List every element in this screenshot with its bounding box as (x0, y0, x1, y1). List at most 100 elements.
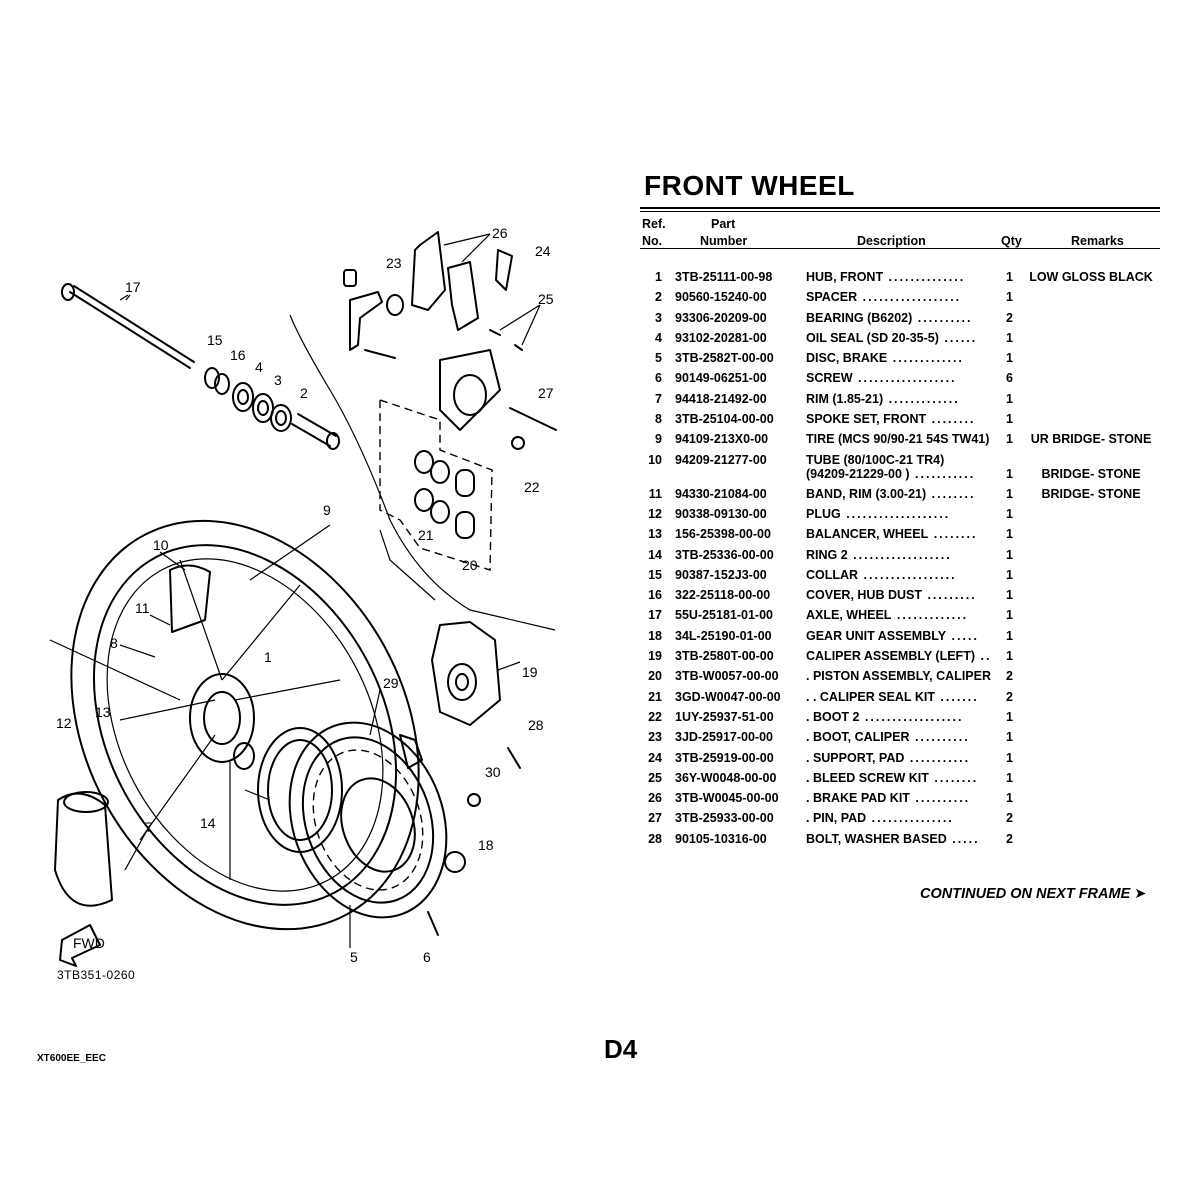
ref-number: 13 (648, 527, 662, 542)
callout-22: 22 (524, 479, 540, 495)
description: HUB, FRONT (806, 270, 884, 284)
callout-15: 15 (207, 332, 223, 348)
quantity: 1 (1006, 730, 1013, 745)
callout-7: 7 (145, 819, 153, 835)
ref-number: 7 (655, 391, 662, 406)
callout-1: 1 (264, 649, 272, 665)
description-cell: SPACER .................. (806, 290, 996, 304)
dot-leader: .......... (909, 791, 971, 806)
description: . BOOT, CALIPER (806, 730, 910, 745)
dot-leader: .............. (883, 270, 966, 284)
description: BALANCER, WHEEL (806, 527, 929, 542)
description: AXLE, WHEEL (806, 608, 892, 623)
quantity: 1 (1006, 750, 1013, 765)
description-line2: (94209-21229-00 ) (806, 466, 910, 481)
dot-leader: ...... (938, 330, 978, 345)
description-cell: COLLAR ................. (806, 568, 996, 582)
caliper-assembly-drawing (431, 621, 501, 726)
quantity: 1 (1006, 270, 1013, 284)
quantity: 1 (1006, 649, 1013, 664)
description-cell: . PIN, PAD ............... (806, 811, 996, 825)
callout-27: 27 (538, 385, 554, 401)
ref-number: 3 (655, 310, 662, 325)
part-number: 3TB-W0057-00-00 (675, 669, 779, 684)
part-number: 3TB-25919-00-00 (675, 750, 774, 765)
part-number: 90149-06251-00 (675, 371, 767, 386)
part-number: 94330-21084-00 (675, 486, 767, 501)
title-rule-secondary (640, 211, 1160, 212)
description-cell: . BLEED SCREW KIT ........ (806, 771, 996, 785)
part-number: 90560-15240-00 (675, 290, 767, 305)
part-number: 94109-213X0-00 (675, 432, 769, 447)
ref-number: 2 (655, 290, 662, 305)
dot-leader: .................. (847, 547, 952, 562)
continued-note: CONTINUED ON NEXT FRAME ➤ (920, 886, 1147, 902)
ref-number: 27 (648, 811, 662, 826)
dot-leader: .................. (857, 290, 962, 305)
description-cell: CALIPER ASSEMBLY (LEFT) .. (806, 649, 996, 663)
quantity: 1 (1006, 588, 1013, 603)
quantity: 2 (1006, 831, 1013, 846)
col-header-qty: Qty (1001, 234, 1022, 248)
description: TIRE (MCS 90/90-21 54S TW41) (806, 432, 990, 447)
svg-text:FWD: FWD (73, 935, 105, 951)
description: CALIPER ASSEMBLY (LEFT) (806, 649, 975, 664)
part-number: 90387-152J3-00 (675, 567, 767, 582)
part-number: 90105-10316-00 (675, 831, 767, 846)
ref-number: 26 (648, 791, 662, 806)
quantity: 1 (1006, 791, 1013, 806)
part-number: 36Y-W0048-00-00 (675, 770, 777, 785)
dot-leader: .................. (852, 371, 957, 386)
remarks: LOW GLOSS BLACK (1029, 270, 1153, 284)
dot-leader: ..... (946, 831, 980, 846)
dot-leader: ............... (866, 811, 954, 826)
part-number: 3TB-W0045-00-00 (675, 791, 779, 806)
quantity: 2 (1006, 310, 1013, 325)
description-cell: TUBE (80/100C-21 TR4)(94209-21229-00 ) .… (806, 453, 996, 481)
callout-17: 17 (125, 279, 141, 295)
description: BOLT, WASHER BASED (806, 831, 947, 846)
description: DISC, BRAKE (806, 351, 888, 366)
quantity: 1 (1006, 466, 1013, 481)
description-cell: RIM (1.85-21) ............. (806, 392, 996, 406)
page-title: FRONT WHEEL (644, 170, 855, 201)
ref-number: 17 (648, 608, 662, 623)
ref-number: 1 (655, 270, 662, 284)
description-cell: BEARING (B6202) .......... (806, 311, 996, 325)
description: COVER, HUB DUST (806, 588, 922, 603)
part-number: 3TB-2582T-00-00 (675, 351, 774, 366)
remarks: BRIDGE- STONE (1041, 466, 1141, 481)
callout-4: 4 (255, 359, 263, 375)
description: OIL SEAL (SD 20-35-5) (806, 330, 939, 345)
dot-leader: .......... (912, 310, 973, 325)
col-header-description: Description (857, 234, 926, 248)
dot-leader: ........ (926, 412, 976, 427)
dot-leader: ........ (928, 770, 979, 785)
description: . . CALIPER SEAL KIT (806, 689, 935, 704)
part-number: 3TB-25933-00-00 (675, 811, 774, 826)
callout-12: 12 (56, 715, 72, 731)
dot-leader: ............. (883, 391, 960, 406)
hub-small-parts-drawing (204, 367, 340, 450)
callout-19: 19 (522, 664, 538, 680)
description-cell: TIRE (MCS 90/90-21 54S TW41) (806, 432, 996, 446)
quantity: 1 (1006, 351, 1013, 366)
quantity: 2 (1006, 811, 1013, 826)
callout-21: 21 (418, 527, 434, 543)
description-cell: SCREW .................. (806, 371, 996, 385)
callout-11: 11 (135, 600, 150, 616)
callout-18: 18 (478, 837, 494, 853)
callout-6: 6 (423, 949, 431, 965)
description: SCREW (806, 371, 853, 386)
table-row: 27 3TB-25933-00-00 . PIN, PAD ............… (640, 811, 1160, 831)
